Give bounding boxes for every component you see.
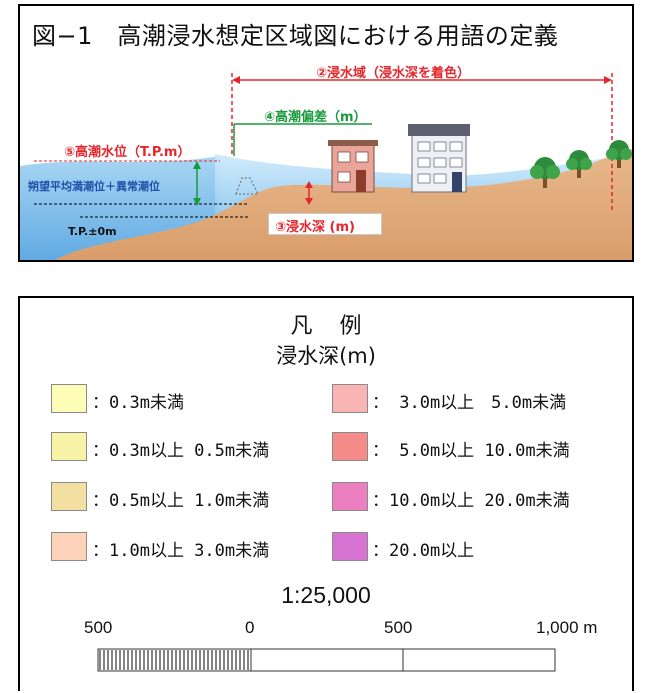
scale-bar-segment <box>402 648 556 672</box>
legend-swatch <box>332 432 368 461</box>
cross-section-diagram <box>20 73 632 260</box>
legend-item-label: ：1.0m以上 3.0m未満 <box>92 541 270 561</box>
storm-surge-level-label: ⑤高潮水位（T.P.m） <box>64 145 191 160</box>
figure-1-panel: 図−1 高潮浸水想定区域図における用語の定義 <box>18 4 634 262</box>
tree-2 <box>566 150 592 178</box>
scale-tick-label: 0 <box>245 618 255 637</box>
scale-bar-segment <box>250 648 404 672</box>
scale-bar-hatched-segment <box>99 650 249 670</box>
tp-zero-label: T.P.±0m <box>68 225 117 238</box>
levee <box>235 177 259 195</box>
ground <box>54 148 632 260</box>
legend-item-label: ：0.3m以上 0.5m未満 <box>92 441 270 461</box>
scale-tick-label: 500 <box>384 618 413 637</box>
legend-swatch <box>51 532 87 561</box>
legend-swatch <box>51 432 87 461</box>
inundation-depth-label: ③浸水深 (m) <box>268 213 382 235</box>
inundation-area-label: ②浸水域（浸水深を着色） <box>316 66 471 81</box>
storm-surge-deviation-label: ④高潮偏差（m） <box>264 110 367 125</box>
legend-item-label: ： 3.0m以上 5.0m未満 <box>372 393 567 413</box>
legend-item-label: ： 5.0m以上 10.0m未満 <box>372 441 570 461</box>
legend-item-label: ：0.3m未満 <box>92 393 184 413</box>
figure-title: 図−1 高潮浸水想定区域図における用語の定義 <box>32 22 559 50</box>
legend-swatch <box>332 532 368 561</box>
scale-bar <box>97 648 556 672</box>
tree-3 <box>606 140 632 168</box>
legend-swatch <box>51 482 87 511</box>
legend-title: 凡 例 <box>290 314 372 339</box>
legend-item-label: ：10.0m以上 20.0m未満 <box>372 491 570 511</box>
legend-item-label: ：20.0m以上 <box>372 541 475 561</box>
scale-ratio: 1:25,000 <box>281 582 371 608</box>
scale-tick-label: 1,000 m <box>536 618 598 637</box>
legend-panel: 凡 例 浸水深(m) ：0.3m未満 ：0.3m以上 0.5m未満 ：0.5m以… <box>18 296 634 691</box>
legend-swatch <box>332 384 368 413</box>
tide-level-label: 朔望平均満潮位＋異常潮位 <box>28 180 160 193</box>
scale-tick-label: 500 <box>84 618 113 637</box>
legend-swatch <box>332 482 368 511</box>
legend-subtitle: 浸水深(m) <box>276 344 376 368</box>
legend-item-label: ：0.5m以上 1.0m未満 <box>92 491 270 511</box>
legend-swatch <box>51 384 87 413</box>
apartment-building <box>408 124 470 193</box>
house <box>328 140 378 193</box>
tree-1 <box>530 157 560 188</box>
